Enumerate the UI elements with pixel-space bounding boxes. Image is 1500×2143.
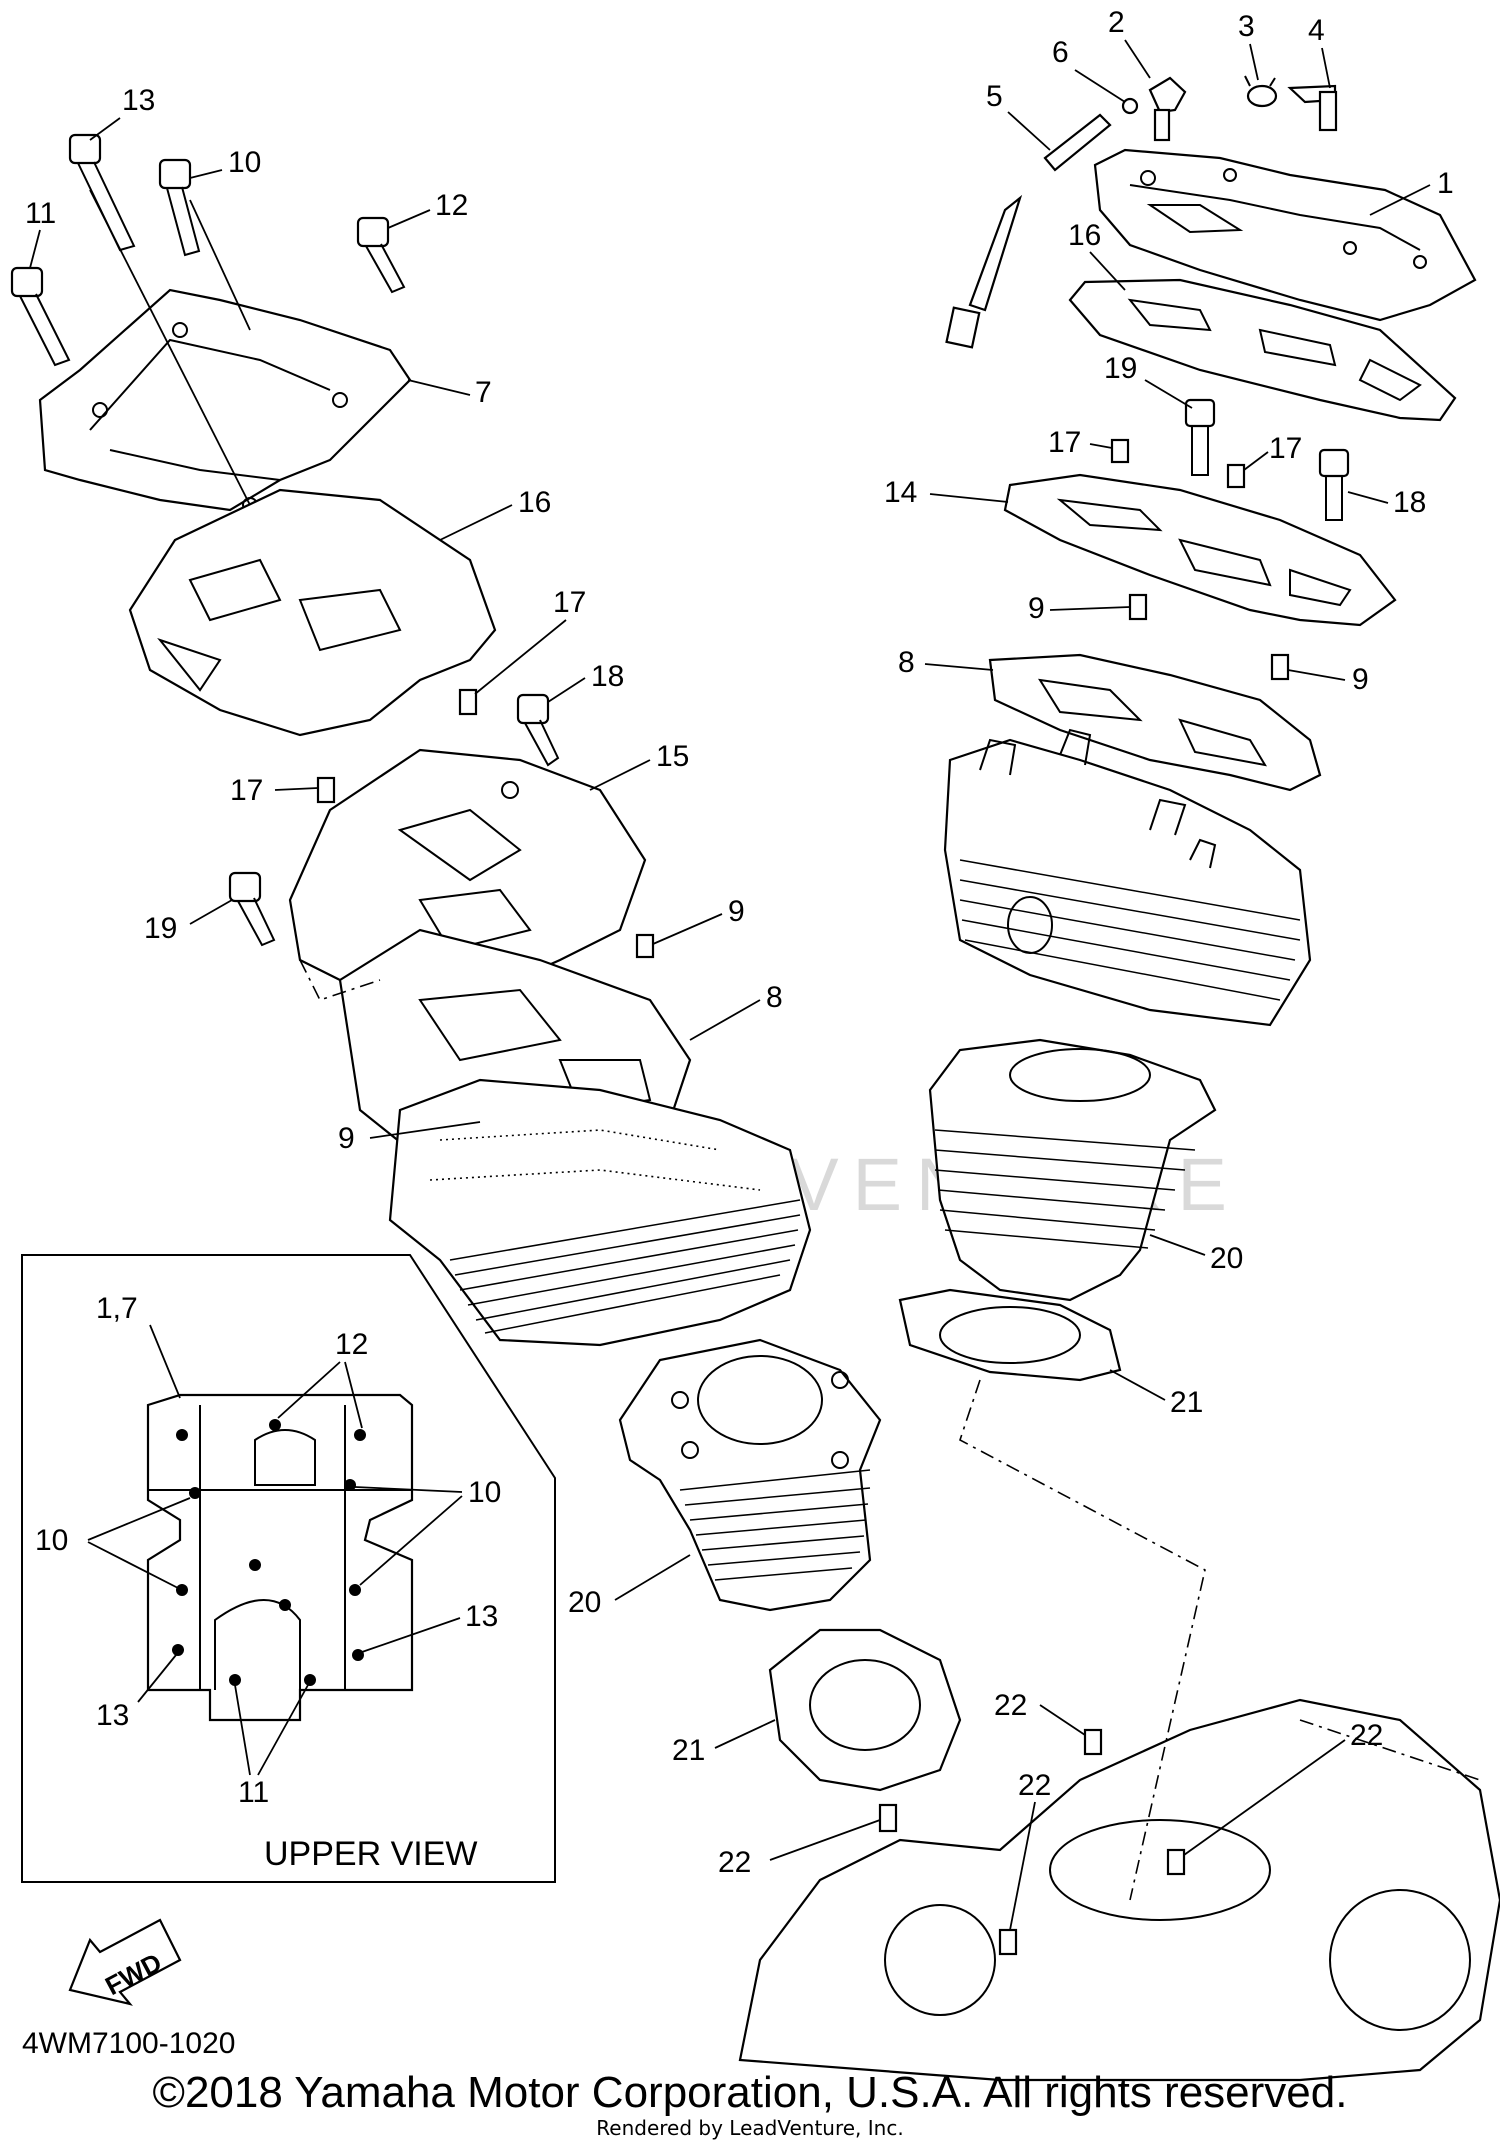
rocker-base-14-part xyxy=(1003,473,1397,627)
dowel-22-part xyxy=(998,1928,1018,1956)
front-cylinder-20-part xyxy=(618,1338,882,1612)
callout-18-front: 18 xyxy=(591,660,624,693)
dowel-22-part xyxy=(878,1803,898,1833)
callout-22-c: 22 xyxy=(1018,1769,1051,1802)
bolt-13-guide-line xyxy=(89,189,251,506)
callout-14: 14 xyxy=(884,476,917,509)
callout-17-front-a: 17 xyxy=(553,586,586,619)
callout-20-rear: 20 xyxy=(1210,1242,1243,1275)
bolt-11-part xyxy=(356,216,406,294)
rear-head-cover-part xyxy=(1093,148,1477,322)
callout-9-rear-b: 9 xyxy=(1352,663,1369,696)
callout-13: 13 xyxy=(122,84,155,117)
dowel-9-part xyxy=(1270,653,1290,681)
front-head-cover-7-part xyxy=(38,288,412,513)
dowel-9-part xyxy=(635,933,655,959)
front-cover-gasket-part xyxy=(128,488,497,737)
bolt-12-part xyxy=(10,266,71,367)
callout-21-front: 21 xyxy=(672,1734,705,1767)
callout-6: 6 xyxy=(1052,36,1069,69)
breather-hose-part xyxy=(945,113,1112,349)
callout-17-rear-b: 17 xyxy=(1269,432,1302,465)
callout-10: 10 xyxy=(228,146,261,179)
callout-11: 12 xyxy=(435,189,468,222)
diagram-id: 4WM7100-1020 xyxy=(22,2027,236,2060)
dowel-22-part xyxy=(1083,1728,1103,1756)
callout-16-front: 16 xyxy=(518,486,551,519)
head-gasket-8-part xyxy=(988,653,1322,792)
callout-19-front: 19 xyxy=(144,912,177,945)
dowel-17-part xyxy=(316,776,336,804)
callout-5: 5 xyxy=(986,80,1003,113)
callout-22-a: 22 xyxy=(994,1689,1027,1722)
callout-3: 3 xyxy=(1238,10,1255,43)
callout-2: 2 xyxy=(1108,6,1125,39)
callout-9-front-b: 9 xyxy=(338,1122,355,1155)
bolt-19-part xyxy=(1184,398,1216,476)
upper-view-label-10a: 10 xyxy=(35,1524,68,1557)
rocker-base-15-part xyxy=(288,748,647,1002)
upper-view-label-10b: 10 xyxy=(468,1476,501,1509)
upper-view-label-1-7: 1,7 xyxy=(96,1292,138,1325)
upper-view-label-13b: 13 xyxy=(96,1699,129,1732)
front-base-gasket-21-part xyxy=(768,1628,962,1792)
upper-view-label-12: 12 xyxy=(335,1328,368,1361)
callout-1: 1 xyxy=(1437,167,1454,200)
bolt-10-guide-line xyxy=(189,199,251,331)
o-ring-part xyxy=(1121,97,1139,115)
copyright-notice: ©2018 Yamaha Motor Corporation, U.S.A. A… xyxy=(152,2068,1348,2117)
alignment-line xyxy=(959,1379,1206,1901)
callout-18-rear: 18 xyxy=(1393,486,1426,519)
rendered-by-notice: Rendered by LeadVenture, Inc. xyxy=(596,2116,904,2140)
callout-16-rear: 16 xyxy=(1068,219,1101,252)
callout-15: 15 xyxy=(656,740,689,773)
callout-17-front-b: 17 xyxy=(230,774,263,807)
callout-20-front: 20 xyxy=(568,1586,601,1619)
callout-9-rear-a: 9 xyxy=(1028,592,1045,625)
callout-7: 7 xyxy=(475,376,492,409)
crankcase-part xyxy=(738,1698,1500,2082)
callouts: 2 3 4 6 5 1 16 19 17 17 18 14 9 9 8 13 1… xyxy=(25,6,1454,1931)
callout-22-d: 22 xyxy=(718,1846,751,1879)
dowel-17-part xyxy=(458,688,478,716)
upper-view-label-13a: 13 xyxy=(465,1600,498,1633)
rear-cylinder-20-part xyxy=(928,1038,1217,1302)
callout-17-rear-a: 17 xyxy=(1048,426,1081,459)
elbow-fitting-part xyxy=(1287,84,1338,132)
dowel-17-part xyxy=(1226,463,1246,489)
callout-19-rear: 19 xyxy=(1104,352,1137,385)
callout-4: 4 xyxy=(1308,14,1325,47)
upper-view-label-11: 11 xyxy=(238,1776,269,1809)
bolt-19-part xyxy=(228,871,276,947)
bolt-10-part xyxy=(158,158,201,257)
breather-fitting-part xyxy=(1148,76,1187,142)
callout-9-front-a: 9 xyxy=(728,895,745,928)
bolt-18-part xyxy=(516,693,560,767)
hose-clamp-part xyxy=(1244,75,1278,108)
upper-view-inset: 1,7 12 10 10 13 13 11 UPPER VIEW xyxy=(21,1254,556,1883)
dowel-17-part xyxy=(1110,438,1130,464)
dowel-22-part xyxy=(1166,1848,1186,1876)
rear-cylinder-head-part xyxy=(943,728,1312,1027)
base-gasket-21-part xyxy=(898,1288,1122,1382)
callout-22-b: 22 xyxy=(1350,1719,1383,1752)
callout-12: 11 xyxy=(25,197,56,230)
callout-8-rear: 8 xyxy=(898,646,915,679)
upper-view-title: UPPER VIEW xyxy=(264,1835,477,1873)
bolt-18-part xyxy=(1318,448,1350,521)
callout-21-rear: 21 xyxy=(1170,1386,1203,1419)
fwd-arrow-icon: FWD xyxy=(68,1918,182,2006)
dowel-9-part xyxy=(1128,593,1148,621)
rear-cover-gasket-part xyxy=(1068,278,1457,422)
bolt-13-part xyxy=(68,133,136,252)
front-cylinder-head-part xyxy=(388,1078,812,1347)
callout-8-front: 8 xyxy=(766,981,783,1014)
